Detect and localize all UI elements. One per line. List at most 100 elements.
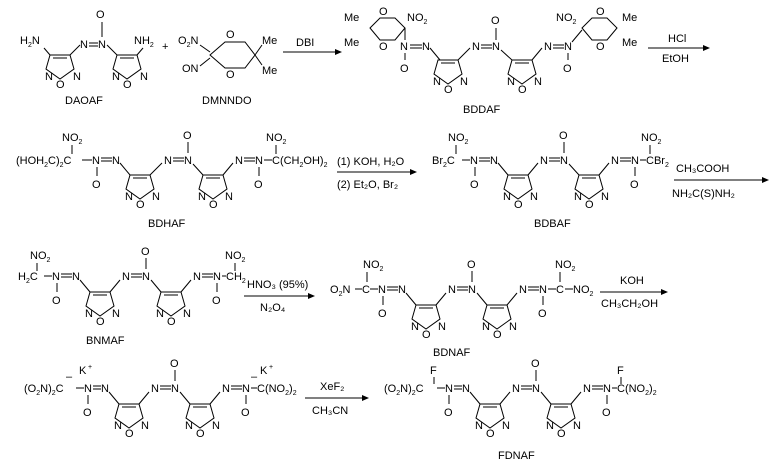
svg-text:O: O <box>96 9 105 21</box>
svg-text:N: N <box>512 383 520 395</box>
svg-text:C: C <box>362 284 370 296</box>
svg-text:O: O <box>514 199 523 211</box>
svg-text:N: N <box>72 271 80 283</box>
svg-text:N: N <box>242 383 250 395</box>
svg-text:O: O <box>170 358 179 370</box>
svg-text:N: N <box>198 191 206 203</box>
svg-text:N: N <box>422 41 430 53</box>
svg-text:O: O <box>226 69 235 81</box>
svg-text:(1) KOH, H₂O: (1) KOH, H₂O <box>337 156 405 168</box>
svg-text:Me: Me <box>622 12 637 24</box>
svg-text:O: O <box>493 329 502 341</box>
svg-text:ON: ON <box>182 63 199 75</box>
svg-text:(2) Et₂O, Br₂: (2) Et₂O, Br₂ <box>337 179 398 191</box>
svg-text:N: N <box>540 155 548 167</box>
svg-text:EtOH: EtOH <box>662 53 689 65</box>
svg-text:N: N <box>183 308 191 320</box>
svg-text:N: N <box>151 383 159 395</box>
reaction-arrow-5: HNO₃ (95%) N₂O₄ <box>244 279 315 314</box>
svg-text:N: N <box>212 420 220 432</box>
svg-text:O2N: O2N <box>178 35 198 49</box>
svg-text:CH₃COOH: CH₃COOH <box>676 163 729 175</box>
svg-text:HCl: HCl <box>668 33 686 45</box>
svg-text:O: O <box>531 358 540 370</box>
svg-text:O: O <box>123 79 132 91</box>
svg-text:NO2: NO2 <box>448 132 469 146</box>
compound-name-daoaf: DAOAF <box>65 95 103 107</box>
compound-daoaf: N N O H2N N N O N N O NH2 DAOAF <box>20 9 154 107</box>
svg-text:O: O <box>400 63 409 75</box>
svg-text:N: N <box>611 155 619 167</box>
svg-text:N: N <box>573 420 581 432</box>
svg-text:O: O <box>378 308 387 320</box>
svg-text:N: N <box>222 383 230 395</box>
svg-text:Me: Me <box>622 37 637 49</box>
svg-text:N: N <box>519 284 527 296</box>
svg-text:K: K <box>79 365 87 377</box>
compound-name-bdbaf: BDBAF <box>534 218 571 230</box>
compound-name-bdnaf: BDNAF <box>433 347 471 359</box>
svg-text:N: N <box>225 191 233 203</box>
svg-text:N: N <box>532 383 540 395</box>
svg-text:N: N <box>509 321 517 333</box>
svg-text:N: N <box>193 271 201 283</box>
svg-text:C(CH2OH)2: C(CH2OH)2 <box>272 155 328 169</box>
svg-text:O: O <box>209 199 218 211</box>
svg-text:N: N <box>460 76 468 88</box>
svg-text:O: O <box>557 428 566 440</box>
svg-text:O: O <box>602 407 611 419</box>
compound-name-fdnaf: FDNAF <box>498 450 535 462</box>
svg-text:O: O <box>183 130 192 142</box>
svg-text:O: O <box>125 428 134 440</box>
svg-text:N: N <box>546 420 554 432</box>
svg-text:N: N <box>490 155 498 167</box>
svg-text:N: N <box>472 41 480 53</box>
svg-text:+: + <box>269 364 273 371</box>
svg-text:NO2: NO2 <box>30 250 51 264</box>
svg-text:NO2: NO2 <box>62 132 83 146</box>
svg-text:O: O <box>563 63 572 75</box>
svg-text:KOH: KOH <box>620 275 644 287</box>
svg-text:N: N <box>583 383 591 395</box>
svg-text:HNO₃ (95%): HNO₃ (95%) <box>247 279 308 291</box>
svg-text:Me: Me <box>344 12 359 24</box>
compound-name-dmnndo: DMNNDO <box>202 95 252 107</box>
svg-text:(O2N)2C: (O2N)2C <box>24 383 64 397</box>
svg-text:N: N <box>156 308 164 320</box>
svg-text:Me: Me <box>262 65 277 77</box>
svg-text:Me: Me <box>344 37 359 49</box>
svg-text:CH2: CH2 <box>226 271 246 285</box>
svg-text:N: N <box>603 383 611 395</box>
svg-text:K: K <box>260 365 268 377</box>
svg-text:O: O <box>518 84 527 96</box>
svg-text:N: N <box>398 284 406 296</box>
svg-text:Me: Me <box>262 35 277 47</box>
compound-bnmaf: NO2 H2C N N O N N O N N O N N O N N O CH… <box>18 246 246 347</box>
svg-text:N: N <box>445 383 453 395</box>
svg-text:N: N <box>544 41 552 53</box>
svg-text:O: O <box>422 329 431 341</box>
reaction-arrow-6: KOH CH₃CH₂OH <box>600 275 668 310</box>
svg-text:N: N <box>560 155 568 167</box>
svg-text:N: N <box>125 191 133 203</box>
svg-text:N: N <box>98 39 106 51</box>
svg-text:N: N <box>112 71 120 83</box>
svg-text:C(NO2)2: C(NO2)2 <box>617 383 657 397</box>
svg-text:(O2N)2C: (O2N)2C <box>384 383 424 397</box>
svg-text:N: N <box>73 71 81 83</box>
svg-text:N: N <box>152 191 160 203</box>
svg-text:N: N <box>85 308 93 320</box>
svg-text:O: O <box>444 407 453 419</box>
svg-text:O: O <box>470 179 479 191</box>
svg-text:O: O <box>559 130 568 142</box>
svg-text:N: N <box>171 383 179 395</box>
svg-text:O: O <box>379 6 388 18</box>
svg-text:O: O <box>212 295 221 307</box>
svg-text:(HOH2C)2C: (HOH2C)2C <box>16 155 72 169</box>
svg-text:N: N <box>530 191 538 203</box>
svg-text:C: C <box>556 284 564 296</box>
svg-text:O: O <box>196 428 205 440</box>
reaction-arrow-4: CH₃COOH NH₂C(S)NH₂ <box>672 163 769 200</box>
svg-text:N: N <box>84 383 92 395</box>
